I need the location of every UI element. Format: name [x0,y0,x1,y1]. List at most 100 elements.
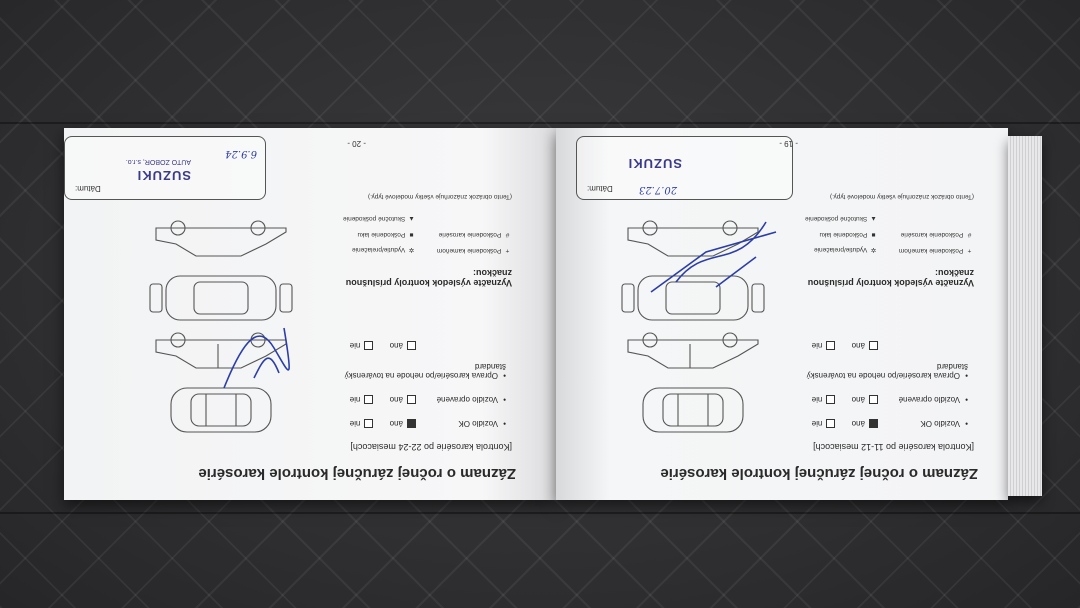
suzuki-logo-text: SUZUKI [627,156,682,171]
check-options: áno nie [798,394,878,404]
legend-text: Vydutie/prelačenie [813,246,868,253]
bullet-icon: • [503,395,506,404]
legend-symbol: ▲ [870,215,877,222]
legend-item: ■ Poškodenie laku [819,231,878,238]
check-label: Oprava karosérie/po nehode na továrenský… [344,362,506,380]
check-label: Vozidlo OK [920,419,960,428]
legend-item: # Poškodenie karosérie [901,231,974,238]
legend-text: Poškodenie kameňom [898,247,964,254]
diagram-note: (Tento obrázok znázorňuje všetky modelov… [367,193,512,200]
legend-item: ■ Poškodenie laku [357,231,416,238]
checkbox-no[interactable] [826,418,836,428]
bullet-icon: • [503,419,506,428]
car-top-view-icon [170,387,272,433]
page-title: Záznam o ročnej záručnej kontrole karosé… [660,465,978,482]
car-side-view-icon [627,332,759,369]
diagram-note: (Tento obrázok znázorňuje všetky modelov… [829,193,974,200]
check-label: Vozidlo OK [458,419,498,428]
legend-text: Vydutie/prelačenie [351,246,406,253]
checkbox-yes[interactable] [407,418,416,428]
legend-item: ✲ Vydutie/prelačenie [814,246,878,254]
yes-label: áno [389,341,403,350]
car-diagram [149,220,293,433]
yes-label: áno [389,395,403,404]
inspection-interval: [Kontrola karosérie po 11-12 mesiacoch] [813,442,974,452]
legend-item: # Poškodenie karosérie [439,231,512,238]
bullet-icon: • [965,419,968,428]
legend-item: ✲ Vydutie/prelačenie [352,246,416,254]
legend-title: Vyznačte výsledok kontroly príslušnou zn… [807,268,974,288]
check-row: •Oprava karosérie/po nehode na továrensk… [778,362,968,380]
check-options: áno nie [336,340,416,350]
checkbox-yes[interactable] [869,418,878,428]
page-stack-edge [1008,136,1042,496]
check-row: •Oprava karosérie/po nehode na továrensk… [316,362,506,380]
page-title: Záznam o ročnej záručnej kontrole karosé… [198,465,516,482]
legend-symbol: # [967,231,972,238]
page-19-content: Záznam o ročnej záručnej kontrole karosé… [556,128,1008,500]
no-label: nie [811,341,823,350]
inspection-interval: [Kontrola karosérie po 22-24 mesiacoch] [350,442,512,452]
seat-seam [0,122,1080,124]
yes-label: áno [851,341,865,350]
date-label: Dátum: [587,184,613,193]
dealer-stamp-box: Dátum: SUZUKI 20.7.23 [576,136,793,200]
yes-label: áno [389,419,403,428]
check-label: Oprava karosérie/po nehode na továrenský… [806,362,968,380]
legend-symbol: ■ [409,231,414,238]
dealer-stamp-box: Dátum: SUZUKI AUTO ZOBOR, s.r.o. 6.9.24 [64,136,266,200]
legend-text: Skutočné poškodenie [343,215,406,222]
no-label: nie [811,395,823,404]
checkbox-yes[interactable] [869,394,878,404]
check-options: áno nie [798,340,878,350]
legend-text: Poškodenie laku [819,231,868,238]
legend-item: + Poškodenie kameňom [437,247,512,254]
legend-text: Poškodenie karosérie [900,231,964,238]
date-label: Dátum: [75,184,101,193]
check-label: Vozidlo opravené [898,395,960,404]
legend-symbol: + [967,247,972,254]
page-number: - 19 - [779,139,798,148]
car-plan-view-icon [621,275,765,321]
checkbox-yes[interactable] [407,394,416,404]
check-options: áno nie [336,394,416,404]
no-label: nie [349,395,361,404]
suzuki-logo-text: SUZUKI [136,168,191,183]
check-options: áno nie [798,418,878,428]
car-side-view-icon [627,220,759,257]
legend-item: ▲ Skutočné poškodenie [805,215,878,222]
dealer-name: AUTO ZOBOR, s.r.o. [125,158,191,165]
legend-symbol: # [505,231,510,238]
checkbox-no[interactable] [364,418,374,428]
page-20-content: Záznam o ročnej záručnej kontrole karosé… [64,128,556,500]
bullet-icon: • [965,395,968,404]
bullet-icon: • [965,371,968,380]
legend-symbol: ▲ [408,215,415,222]
legend-title: Vyznačte výsledok kontroly príslušnou zn… [345,268,512,288]
checkbox-yes[interactable] [407,340,416,350]
seat-seam [0,512,1080,514]
page-19: Záznam o ročnej záručnej kontrole karosé… [556,128,1008,500]
bullet-icon: • [503,371,506,380]
legend-text: Poškodenie kameňom [436,247,502,254]
yes-label: áno [851,395,865,404]
no-label: nie [811,419,823,428]
checkbox-yes[interactable] [869,340,878,350]
checkbox-no[interactable] [826,340,836,350]
legend-item: + Poškodenie kameňom [899,247,974,254]
check-row: • Vozidlo OK [458,419,506,428]
no-label: nie [349,341,361,350]
legend-symbol: ✲ [408,246,415,253]
car-side-view-icon [155,220,287,257]
open-booklet: Záznam o ročnej záručnej kontrole karosé… [64,128,1044,500]
car-diagram [621,220,765,433]
check-row: • Vozidlo OK [920,419,968,428]
checkbox-no[interactable] [364,340,374,350]
checkbox-no[interactable] [364,394,374,404]
checkbox-no[interactable] [826,394,836,404]
car-side-view-icon [155,332,287,369]
legend-symbol: ✲ [870,246,877,253]
legend-item: ▲ Skutočné poškodenie [343,215,416,222]
handwritten-date: 20.7.23 [639,184,678,195]
page-20: Záznam o ročnej záručnej kontrole karosé… [64,128,556,500]
